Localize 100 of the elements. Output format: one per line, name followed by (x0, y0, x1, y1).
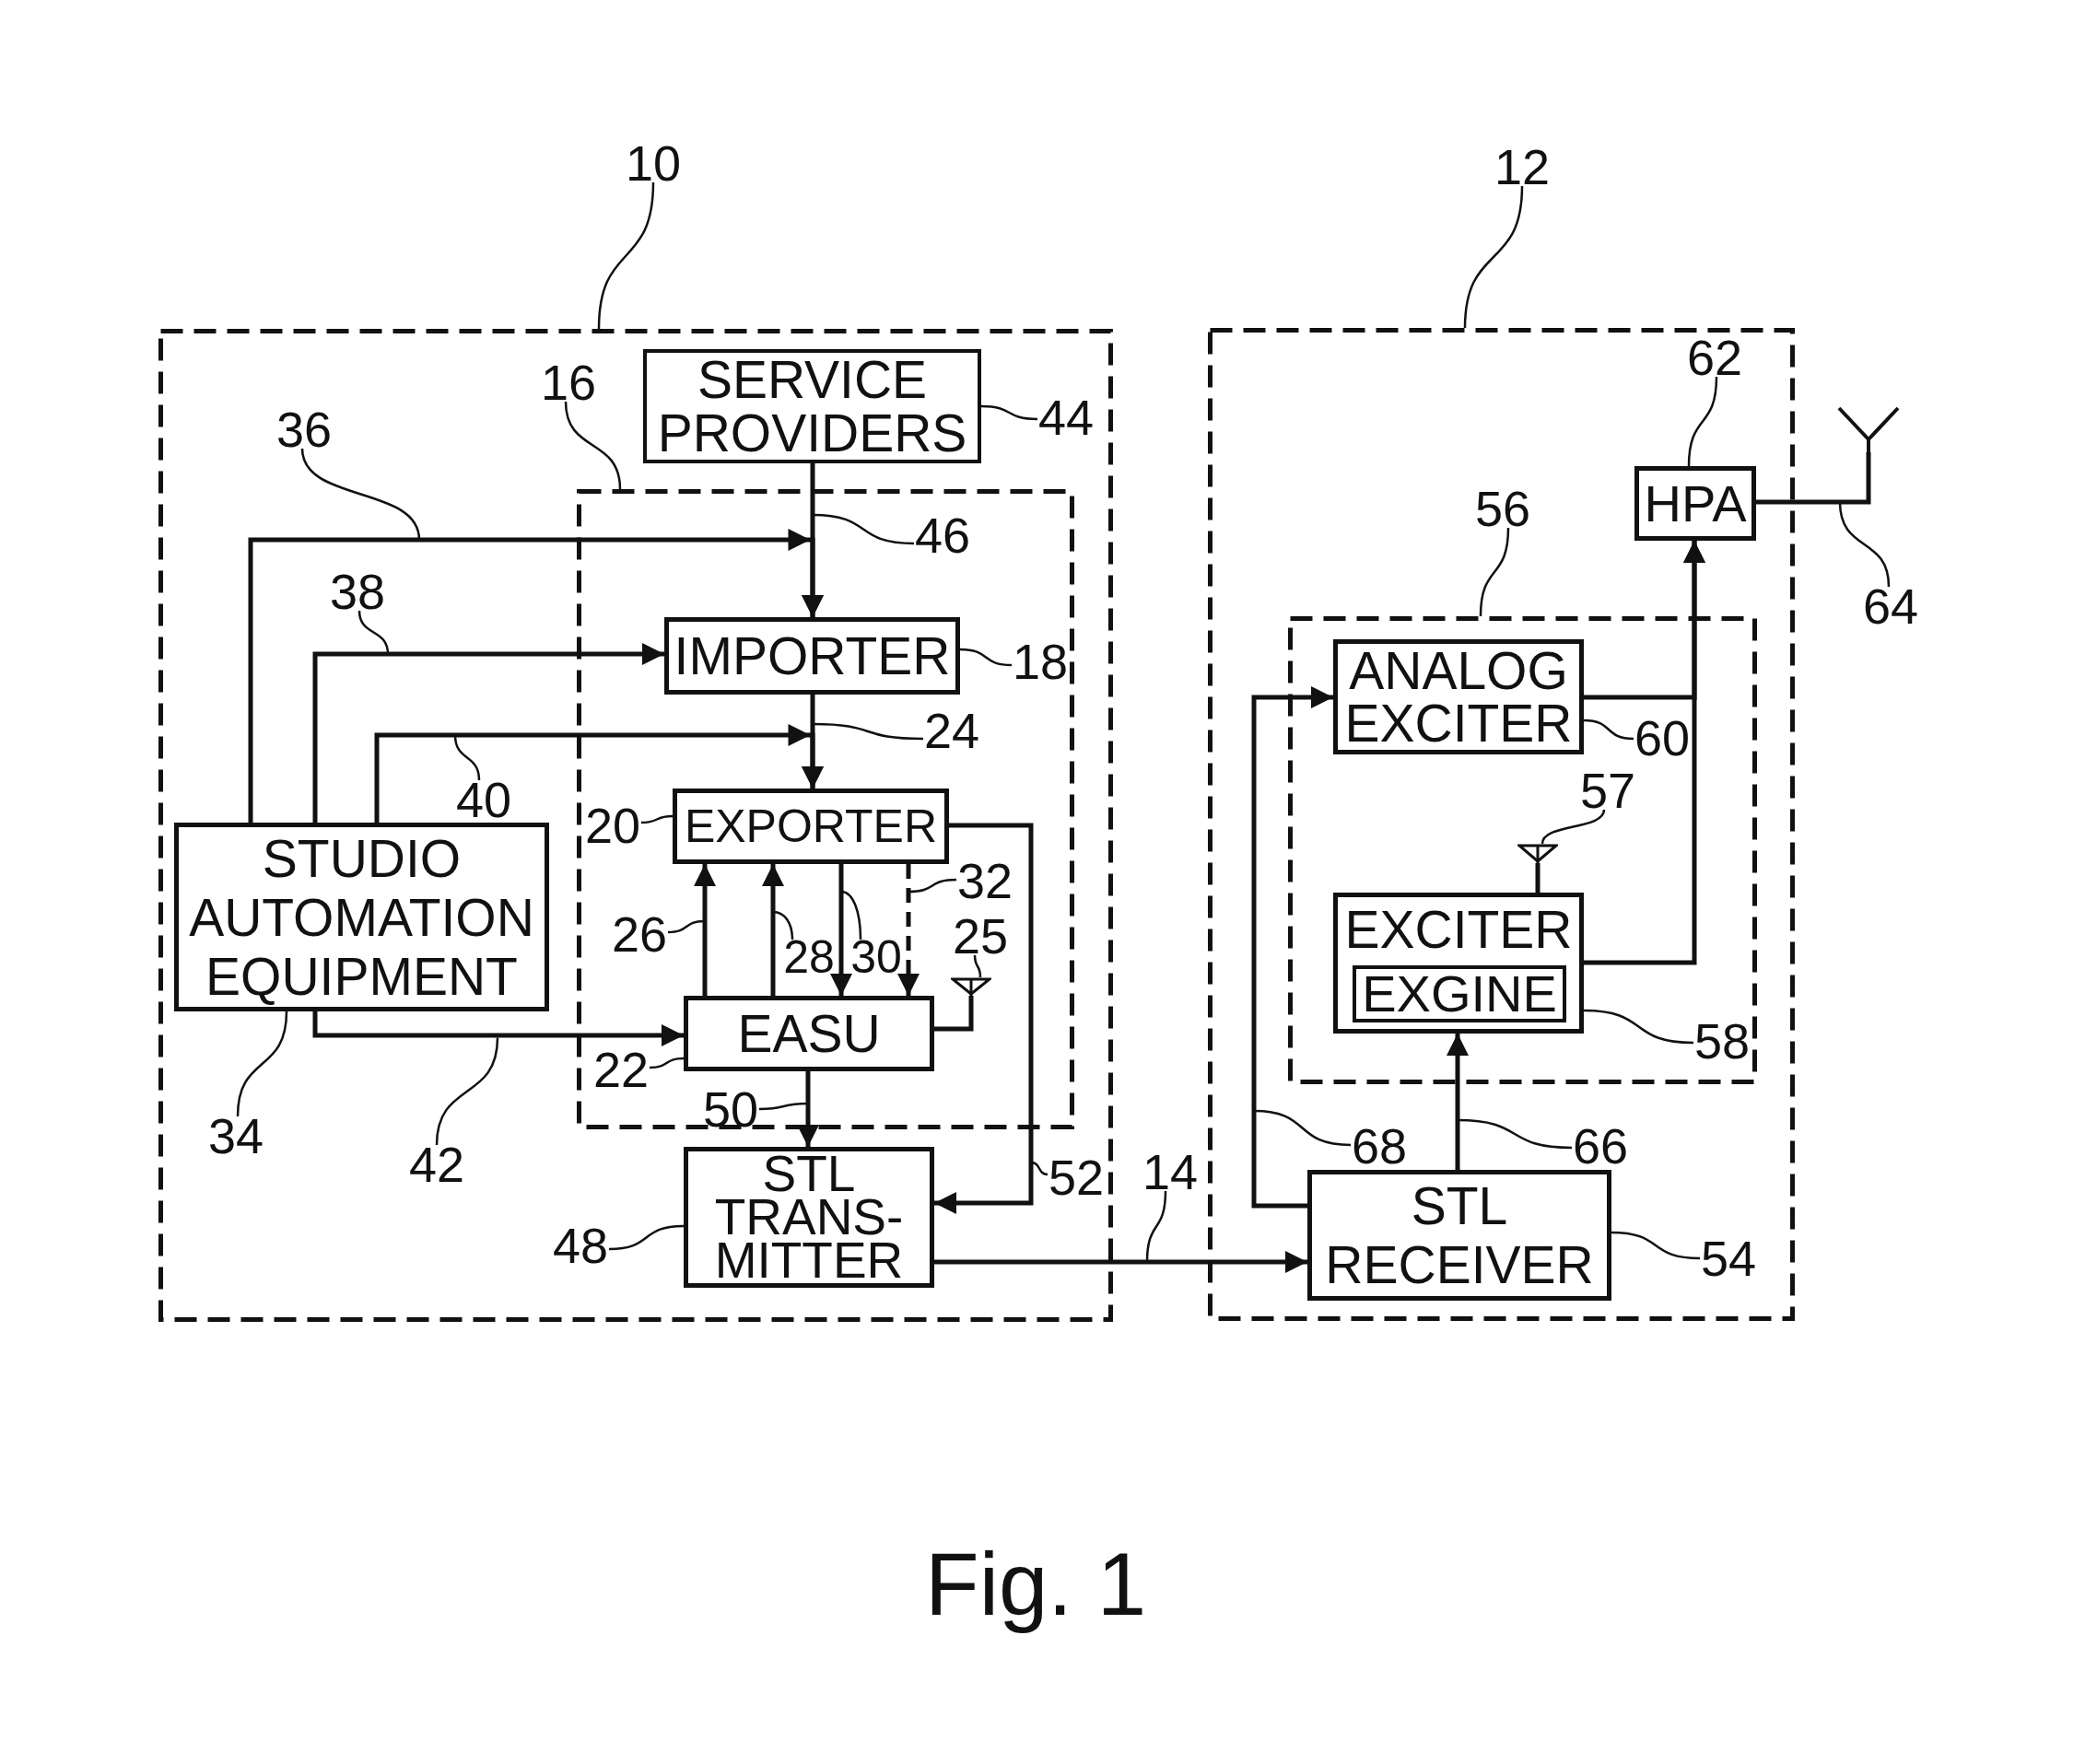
reference-numeral: 64 (1862, 587, 1919, 625)
unit-label: EXCITER (1344, 903, 1573, 956)
reference-numeral: 20 (584, 806, 641, 845)
leader-line (812, 722, 924, 741)
unit-label: EASU (737, 1004, 881, 1063)
leader-line (1583, 1009, 1694, 1045)
reference-numeral: 40 (455, 780, 512, 819)
arrow (248, 529, 824, 823)
reference-numeral: 14 (1142, 1152, 1199, 1191)
reference-numeral: 24 (923, 711, 980, 750)
leader-line (435, 1037, 499, 1146)
reference-numeral: 38 (329, 572, 386, 611)
function-block (673, 789, 949, 864)
arrow (762, 864, 784, 996)
unit-label: STL RECEIVER (1324, 1176, 1595, 1294)
leader-line (649, 1057, 685, 1069)
arrow (1251, 686, 1333, 1209)
dashed-boundary (1208, 328, 1795, 1321)
leader-line (597, 181, 655, 330)
leader-line (908, 878, 957, 894)
reference-numeral: 18 (1012, 642, 1069, 681)
function-block (684, 1147, 934, 1288)
antenna-icon (951, 977, 991, 996)
dashed-arrow (897, 864, 920, 996)
leader-line (1583, 718, 1634, 741)
reference-numeral: 50 (702, 1090, 759, 1128)
unit-label: IMPORTER (674, 626, 951, 685)
dashed-boundary (1288, 616, 1757, 1084)
reference-numeral: 44 (1037, 398, 1095, 437)
function-block (684, 996, 934, 1071)
leader-line (812, 513, 915, 545)
connector-line (1535, 863, 1541, 893)
antenna-icon (1517, 844, 1558, 863)
function-block (1353, 965, 1566, 1022)
function-block (1307, 1170, 1611, 1301)
reference-numeral: 28 (782, 940, 836, 975)
reference-numeral: 42 (408, 1145, 465, 1184)
function-block (1634, 466, 1756, 541)
reference-numeral: 52 (1048, 1158, 1105, 1197)
leader-line (980, 404, 1038, 421)
function-block (1333, 639, 1584, 754)
reference-numeral: 54 (1700, 1239, 1757, 1278)
leader-line (667, 919, 706, 934)
leader-line (1253, 1109, 1352, 1147)
unit-label: EXPORTER (684, 800, 938, 854)
reference-numeral: 58 (1693, 1022, 1751, 1060)
leader-line (564, 401, 622, 490)
leader-line (1479, 527, 1510, 617)
function-block (664, 617, 960, 695)
reference-numeral: 12 (1494, 147, 1551, 186)
reference-numeral: 46 (914, 516, 971, 555)
leader-line (1463, 185, 1524, 329)
arrow (1447, 1034, 1469, 1170)
connector-line (934, 996, 974, 1032)
leader-line (1838, 501, 1891, 588)
arrow (934, 1251, 1307, 1273)
arrow (1584, 541, 1705, 965)
leader-line (357, 610, 390, 655)
leader-line (453, 734, 481, 781)
leader-line (608, 1224, 685, 1251)
figure-caption: Fig. 1 (925, 1534, 1147, 1635)
reference-numeral: 66 (1572, 1127, 1629, 1165)
unit-label: EXGINE (1362, 970, 1557, 1018)
reference-numeral: 32 (956, 861, 1013, 900)
reference-numeral: 62 (1686, 338, 1743, 377)
reference-numeral: 26 (611, 915, 668, 953)
arrow (374, 724, 824, 823)
reference-numeral: 16 (540, 363, 597, 402)
arrow (312, 1011, 684, 1046)
reference-numeral: 60 (1634, 718, 1691, 757)
leader-line (973, 954, 982, 978)
reference-numeral: 30 (849, 940, 903, 975)
arrow (694, 864, 716, 996)
leader-line (1541, 809, 1606, 845)
connector-line (1756, 452, 1871, 505)
unit-label: HPA (1644, 474, 1747, 532)
antenna-icon (1837, 406, 1900, 452)
leader-line (300, 448, 421, 541)
leader-line (236, 1011, 288, 1117)
unit-label: STL TRANS- MITTER (713, 1152, 905, 1282)
reference-numeral: 68 (1351, 1127, 1408, 1165)
unit-label: ANALOG EXCITER (1343, 644, 1574, 750)
arrow (797, 1071, 819, 1147)
reference-numeral: 57 (1579, 771, 1636, 810)
dashed-boundary (158, 329, 1113, 1322)
reference-numeral: 56 (1474, 489, 1531, 528)
reference-numeral: 10 (625, 144, 682, 182)
arrow (312, 643, 664, 823)
leader-line (1687, 376, 1718, 467)
leader-line (758, 1102, 809, 1111)
unit-label: STUDIO AUTOMATION EQUIPMENT (188, 828, 535, 1006)
leader-line (1457, 1118, 1573, 1150)
leader-line (1611, 1231, 1701, 1260)
leader-line (1030, 1161, 1048, 1176)
arrow (830, 864, 852, 996)
dashed-boundary (577, 489, 1074, 1129)
reference-numeral: 34 (207, 1116, 264, 1155)
leader-line (840, 890, 862, 940)
leader-line (1145, 1190, 1167, 1263)
leader-line (959, 648, 1013, 667)
